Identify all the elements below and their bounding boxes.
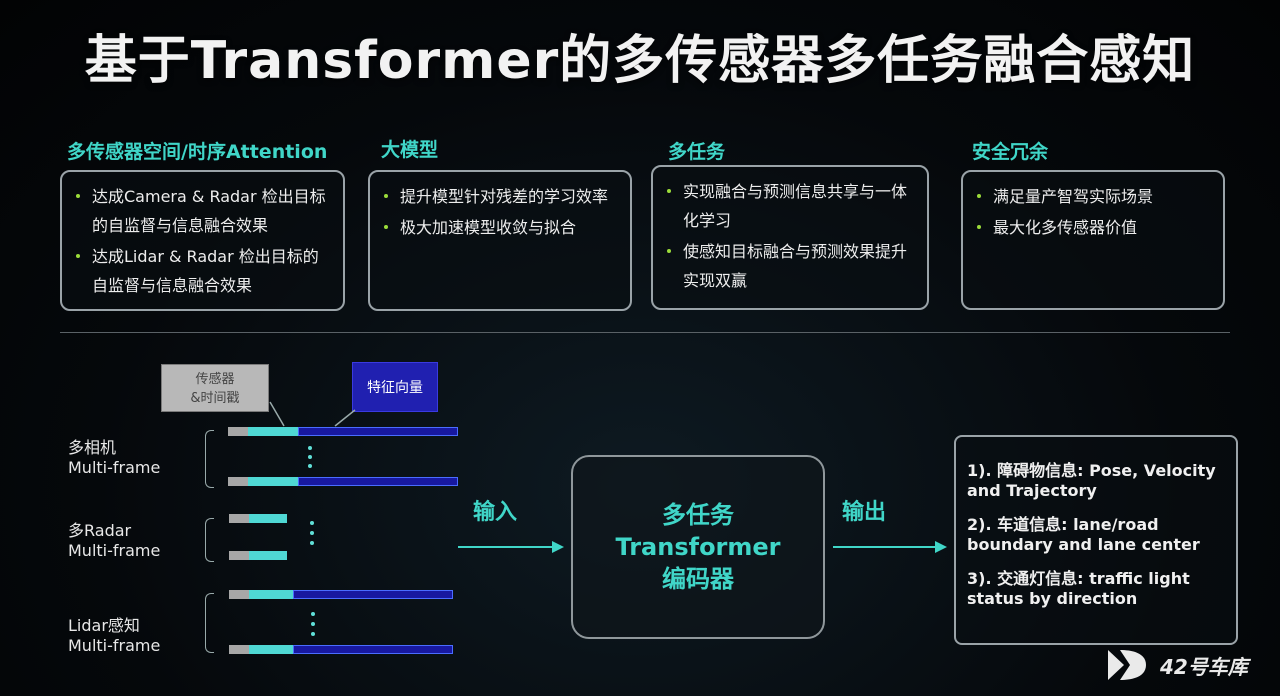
section-divider bbox=[60, 332, 1230, 333]
card-multitask-item: 使感知目标融合与预测效果提升实现双赢 bbox=[667, 237, 915, 295]
sensor-segment bbox=[249, 645, 293, 654]
section-heading-large-model: 大模型 bbox=[381, 139, 439, 161]
lidar-frame-bar bbox=[229, 645, 453, 654]
input-label-line: Multi-frame bbox=[68, 458, 161, 477]
input-arrow-line bbox=[458, 546, 554, 548]
card-attention: 达成Camera & Radar 检出目标的自监督与信息融合效果 达成Lidar… bbox=[60, 170, 345, 311]
output-item: 2). 车道信息: lane/road boundary and lane ce… bbox=[967, 515, 1200, 554]
card-large-model-item: 提升模型针对残差的学习效率 bbox=[384, 182, 618, 211]
lidar-frame-bar bbox=[229, 590, 453, 599]
watermark-text: 42号车库 bbox=[1160, 655, 1248, 679]
input-label-line: 多Radar bbox=[68, 521, 132, 540]
ellipsis-dot bbox=[310, 521, 314, 525]
input-label-line: 多相机 bbox=[68, 438, 117, 457]
encoder-line: 编码器 bbox=[662, 565, 734, 593]
feature-segment bbox=[298, 477, 458, 486]
ellipsis-dot bbox=[310, 531, 314, 535]
feature-segment bbox=[293, 590, 453, 599]
garage-logo-icon bbox=[1108, 650, 1146, 680]
sensor-legend-line2: &时间戳 bbox=[190, 391, 240, 406]
ellipsis-dot bbox=[308, 446, 312, 450]
timestamp-segment bbox=[228, 427, 248, 436]
legend-pointer-lines bbox=[269, 401, 356, 427]
card-multitask: 实现融合与预测信息共享与一体化学习 使感知目标融合与预测效果提升实现双赢 bbox=[651, 165, 929, 310]
section-heading-multitask: 多任务 bbox=[668, 141, 726, 163]
camera-bracket bbox=[205, 430, 214, 488]
ellipsis-dot bbox=[308, 455, 312, 459]
timestamp-segment bbox=[229, 514, 249, 523]
encoder-line: Transformer bbox=[615, 533, 781, 561]
timestamp-segment bbox=[229, 590, 249, 599]
card-multitask-item: 实现融合与预测信息共享与一体化学习 bbox=[667, 177, 915, 235]
camera-frame-bar bbox=[228, 427, 458, 436]
section-heading-attention: 多传感器空间/时序Attention bbox=[67, 141, 328, 163]
section-heading-safety: 安全冗余 bbox=[972, 141, 1049, 163]
card-attention-item: 达成Camera & Radar 检出目标的自监督与信息融合效果 bbox=[76, 182, 331, 240]
card-safety: 满足量产智驾实际场景 最大化多传感器价值 bbox=[961, 170, 1225, 310]
ellipsis-dot bbox=[311, 632, 315, 636]
sensor-segment bbox=[248, 477, 298, 486]
feature-segment bbox=[298, 427, 458, 436]
camera-frame-bar bbox=[228, 477, 458, 486]
card-large-model: 提升模型针对残差的学习效率 极大加速模型收敛与拟合 bbox=[368, 170, 632, 311]
lidar-bracket bbox=[205, 593, 214, 653]
ellipsis-dot bbox=[308, 464, 312, 468]
sensor-timestamp-legend: 传感器 &时间戳 bbox=[161, 364, 269, 412]
radar-frame-bar bbox=[229, 551, 287, 560]
output-arrow-head bbox=[935, 541, 947, 553]
output-label: 输出 bbox=[842, 500, 887, 525]
sensor-segment bbox=[249, 514, 287, 523]
output-item: 1). 障碍物信息: Pose, Velocity and Trajectory bbox=[967, 461, 1216, 500]
output-list-card: 1). 障碍物信息: Pose, Velocity and Trajectory… bbox=[954, 435, 1238, 645]
input-arrow-head bbox=[552, 541, 564, 553]
radar-bracket bbox=[205, 518, 214, 562]
card-large-model-item: 极大加速模型收敛与拟合 bbox=[384, 213, 618, 242]
encoder-line: 多任务 bbox=[662, 501, 734, 529]
timestamp-segment bbox=[229, 645, 249, 654]
sensor-segment bbox=[249, 590, 293, 599]
input-label-line: Multi-frame bbox=[68, 541, 161, 560]
transformer-encoder-box: 多任务 Transformer 编码器 bbox=[571, 455, 825, 639]
timestamp-segment bbox=[228, 477, 248, 486]
ellipsis-dot bbox=[311, 622, 315, 626]
ellipsis-dot bbox=[311, 612, 315, 616]
card-safety-item: 满足量产智驾实际场景 bbox=[977, 182, 1211, 211]
input-label-line: Lidar感知 bbox=[68, 616, 140, 635]
feature-vector-legend: 特征向量 bbox=[352, 362, 438, 412]
input-label-radar: 多Radar Multi-frame bbox=[68, 521, 160, 561]
card-safety-item: 最大化多传感器价值 bbox=[977, 213, 1211, 242]
page-title: 基于Transformer的多传感器多任务融合感知 bbox=[84, 31, 1196, 91]
input-label-cameras: 多相机 Multi-frame bbox=[68, 438, 160, 478]
timestamp-segment bbox=[229, 551, 249, 560]
input-label-lidar: Lidar感知 Multi-frame bbox=[68, 616, 160, 656]
ellipsis-dot bbox=[310, 541, 314, 545]
input-label: 输入 bbox=[473, 500, 518, 525]
sensor-legend-line1: 传感器 bbox=[195, 372, 235, 387]
radar-frame-bar bbox=[229, 514, 287, 523]
feature-segment bbox=[293, 645, 453, 654]
output-item: 3). 交通灯信息: traffic light status by direc… bbox=[967, 569, 1190, 608]
input-label-line: Multi-frame bbox=[68, 636, 161, 655]
output-arrow-line bbox=[833, 546, 937, 548]
sensor-segment bbox=[248, 427, 298, 436]
sensor-segment bbox=[249, 551, 287, 560]
card-attention-item: 达成Lidar & Radar 检出目标的自监督与信息融合效果 bbox=[76, 242, 331, 300]
